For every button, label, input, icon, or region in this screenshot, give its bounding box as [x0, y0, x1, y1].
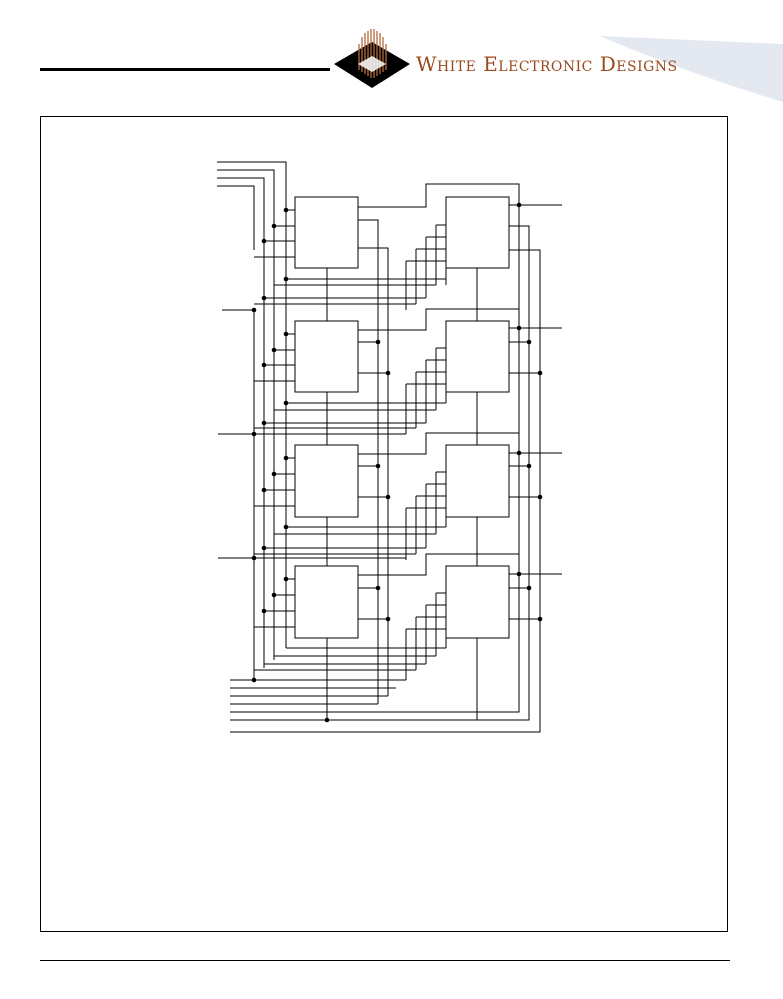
chip-r4-left: [294, 565, 359, 639]
chip-r3-right: [445, 444, 510, 518]
header-rule: [40, 68, 330, 71]
right-stubs: [405, 213, 447, 680]
left-chip-outputs: [358, 183, 520, 704]
footer-rule: [40, 960, 730, 961]
chip-r4-right: [445, 565, 510, 639]
figure-frame: [40, 116, 728, 932]
chip-r2-left: [294, 320, 359, 393]
brand-name: White Electronic Designs: [416, 52, 678, 76]
chip-r1-left: [294, 196, 359, 269]
diamond-logo-icon: [334, 29, 410, 88]
right-outputs: [230, 204, 562, 733]
junction-dots: [251, 202, 543, 723]
top-input-lines: [217, 161, 287, 250]
chip-r2-right: [445, 320, 510, 393]
left-buses: [253, 197, 287, 680]
header-swoosh: [600, 36, 783, 102]
vertical-interconnects: [230, 268, 478, 721]
chip-r1-right: [445, 196, 510, 269]
chip-r3-left: [294, 444, 359, 518]
left-stubs: [254, 209, 295, 628]
row-select-inputs: [218, 309, 406, 705]
cross-buses: [254, 278, 446, 671]
